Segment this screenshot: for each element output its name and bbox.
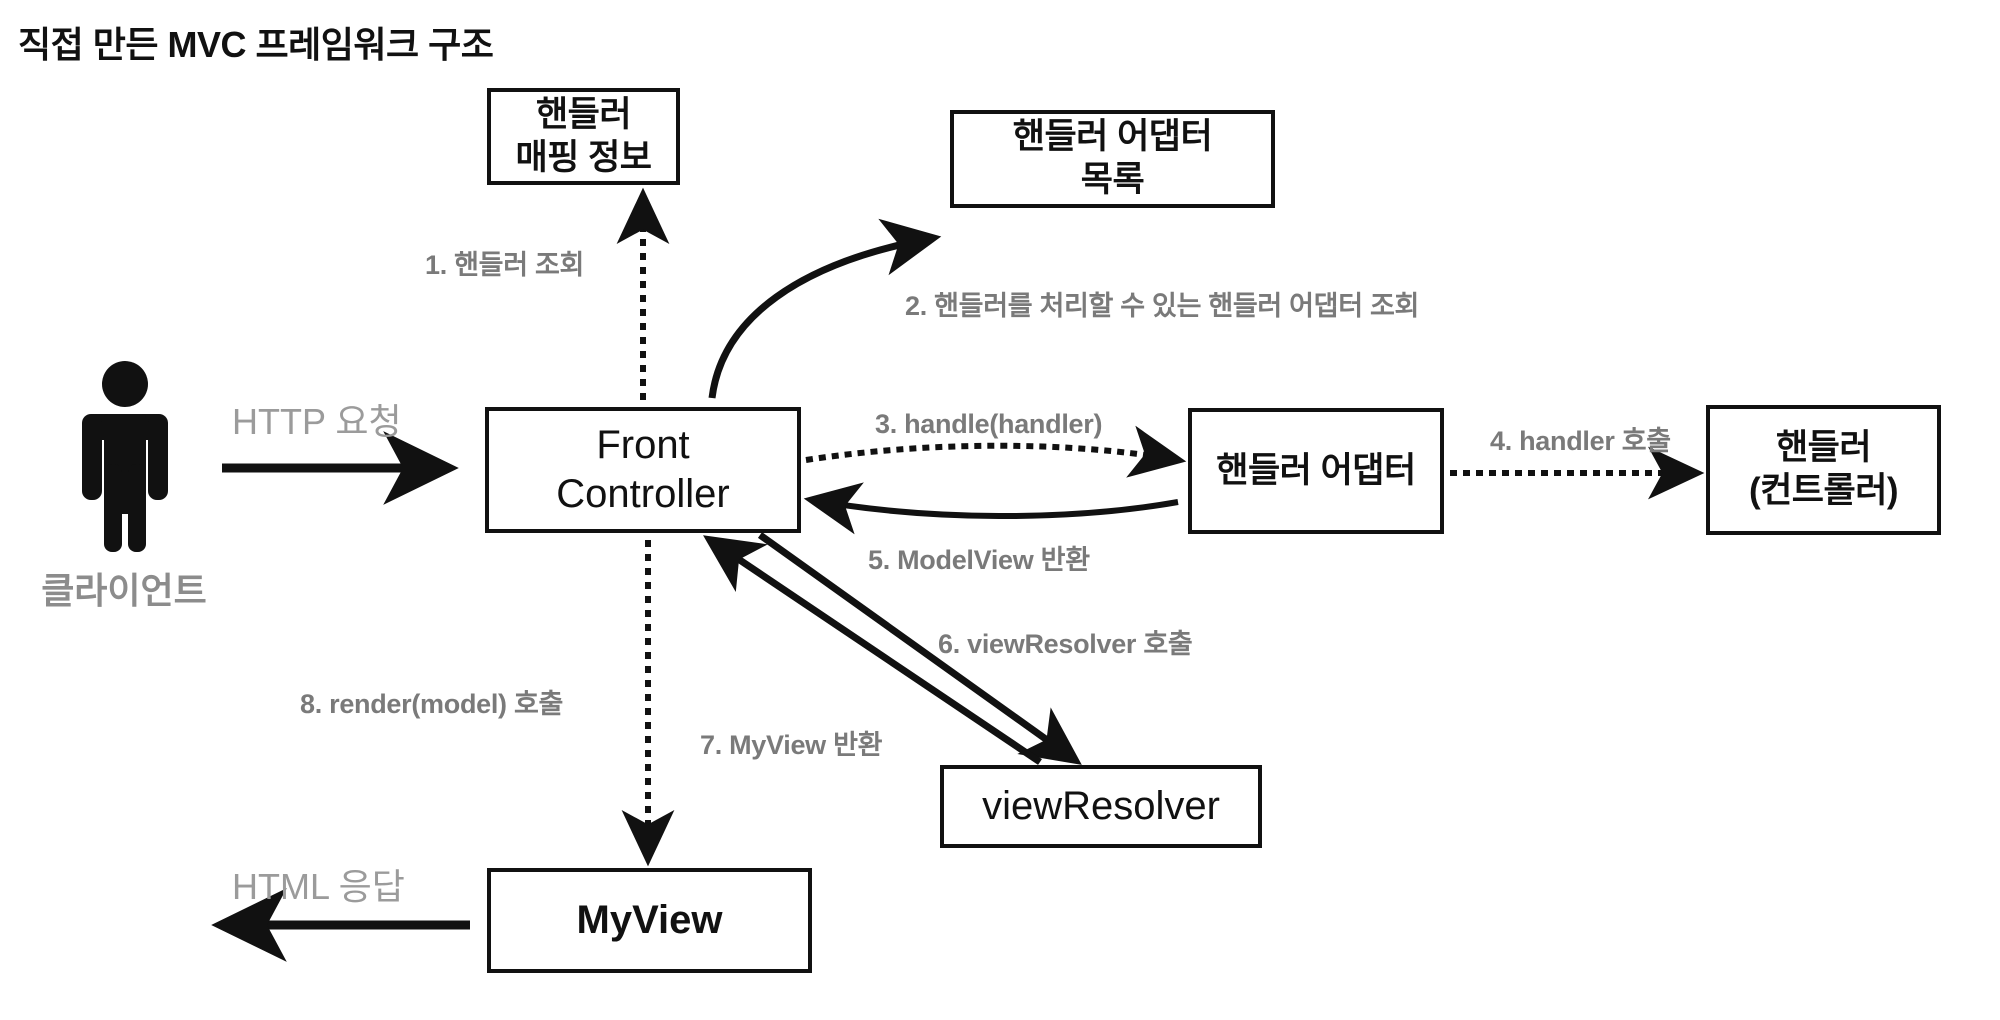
step-6-label: 6. viewResolver 호출 xyxy=(938,629,1193,659)
step-5-arrow xyxy=(803,482,1179,535)
step-3-label: 3. handle(handler) xyxy=(875,409,1103,439)
person-icon xyxy=(82,361,168,552)
node-label: MyView xyxy=(576,898,723,943)
node-handler-adapter[interactable]: 핸들러 어댑터 xyxy=(1188,408,1444,534)
step-1-label: 1. 핸들러 조회 xyxy=(425,250,585,280)
node-label: 핸들러 (컨트롤러) xyxy=(1748,428,1899,510)
html-response-label: HTML 응답 xyxy=(232,866,405,907)
node-front-controller[interactable]: Front Controller xyxy=(485,407,801,533)
step-2-label: 2. 핸들러를 처리할 수 있는 핸들러 어댑터 조회 xyxy=(905,291,1420,321)
step-6-arrow xyxy=(757,532,1082,765)
http-request-label: HTTP 요청 xyxy=(232,401,402,442)
node-label: 핸들러 매핑 정보 xyxy=(515,94,652,177)
node-label: 핸들러 어댑터 xyxy=(1216,450,1416,490)
node-label: 핸들러 어댑터 목록 xyxy=(1012,117,1213,199)
node-label: viewResolver xyxy=(982,784,1220,829)
node-handler-controller[interactable]: 핸들러 (컨트롤러) xyxy=(1706,405,1941,535)
step-4-label: 4. handler 호출 xyxy=(1490,426,1671,456)
step-8-label: 8. render(model) 호출 xyxy=(300,689,564,719)
client-actor-caption: 클라이언트 xyxy=(41,570,207,611)
step-7-arrow xyxy=(703,535,1042,765)
node-label: Front Controller xyxy=(556,423,730,516)
node-handler-mapping-info[interactable]: 핸들러 매핑 정보 xyxy=(487,88,680,185)
step-5-label: 5. ModelView 반환 xyxy=(868,545,1090,575)
step-2-arrow xyxy=(708,218,942,399)
node-handler-adapter-list[interactable]: 핸들러 어댑터 목록 xyxy=(950,110,1275,208)
node-view-resolver[interactable]: viewResolver xyxy=(940,765,1262,848)
step-7-label: 7. MyView 반환 xyxy=(700,730,883,760)
node-my-view[interactable]: MyView xyxy=(487,868,812,973)
page-title: 직접 만든 MVC 프레임워크 구조 xyxy=(18,24,494,65)
step-3-arrow xyxy=(805,425,1187,478)
